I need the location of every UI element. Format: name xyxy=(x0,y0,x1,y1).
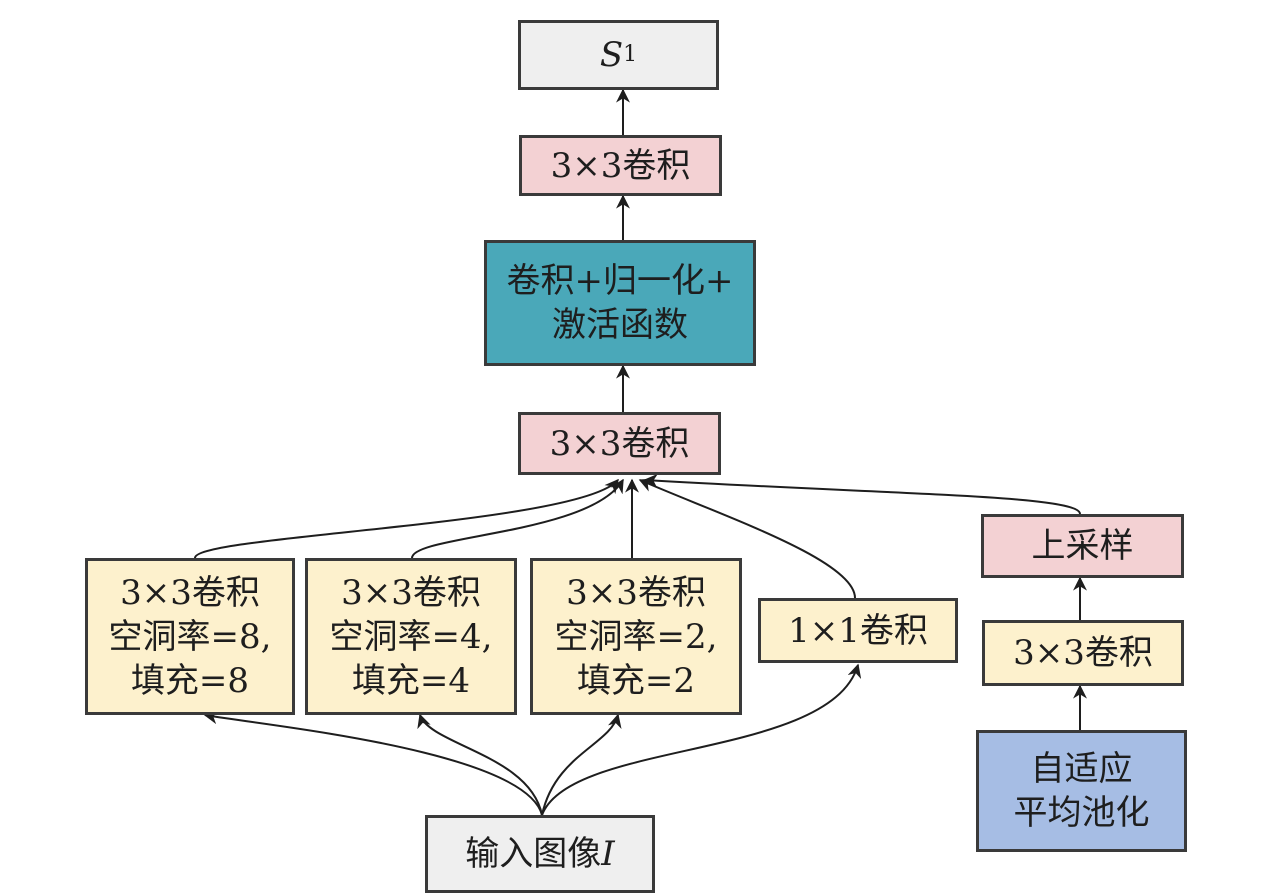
branch-dilation-2-label: 3×3卷积 空洞率=2, 填充=2 xyxy=(554,572,718,701)
adaptive-pool-node: 自适应 平均池化 xyxy=(976,730,1187,852)
arrow-input-to-1x1 xyxy=(541,663,862,816)
arrow-1x1-to-fuse xyxy=(638,478,856,599)
arrow-upsample-to-fuse xyxy=(643,473,1081,515)
arrow-input-to-d8 xyxy=(203,710,543,816)
arrow-d4-to-fuse xyxy=(411,478,624,559)
branch-1x1-node: 1×1卷积 xyxy=(758,598,958,663)
conv-bn-act-node: 卷积+归一化+ 激活函数 xyxy=(484,240,756,366)
arrow-input-to-d4 xyxy=(417,713,543,816)
output-symbol: S xyxy=(599,35,624,75)
branch-dilation-8-label: 3×3卷积 空洞率=8, 填充=8 xyxy=(108,572,272,701)
conv-bn-act-label: 卷积+归一化+ 激活函数 xyxy=(506,261,734,345)
conv-pool-label: 3×3卷积 xyxy=(1013,633,1153,673)
conv-top-label: 3×3卷积 xyxy=(550,145,691,186)
branch-1x1-label: 1×1卷积 xyxy=(788,610,928,651)
upsample-node: 上采样 xyxy=(981,514,1184,578)
branch-dilation-8-node: 3×3卷积 空洞率=8, 填充=8 xyxy=(85,558,295,715)
input-label: 输入图像 xyxy=(465,834,602,874)
adaptive-pool-label: 自适应 平均池化 xyxy=(1013,749,1150,833)
arrow-input-to-d2 xyxy=(541,713,622,816)
conv-fuse-node: 3×3卷积 xyxy=(518,412,721,475)
arrow-d8-to-fuse xyxy=(194,478,619,559)
branch-dilation-2-node: 3×3卷积 空洞率=2, 填充=2 xyxy=(530,558,742,715)
branch-dilation-4-label: 3×3卷积 空洞率=4, 填充=4 xyxy=(329,572,493,701)
conv-pool-node: 3×3卷积 xyxy=(982,620,1184,686)
upsample-label: 上采样 xyxy=(1031,526,1134,566)
input-variable: I xyxy=(601,834,615,874)
conv-fuse-label: 3×3卷积 xyxy=(549,423,690,464)
output-subscript: 1 xyxy=(623,42,638,67)
branch-dilation-4-node: 3×3卷积 空洞率=4, 填充=4 xyxy=(305,558,517,715)
conv-top-node: 3×3卷积 xyxy=(519,135,722,196)
